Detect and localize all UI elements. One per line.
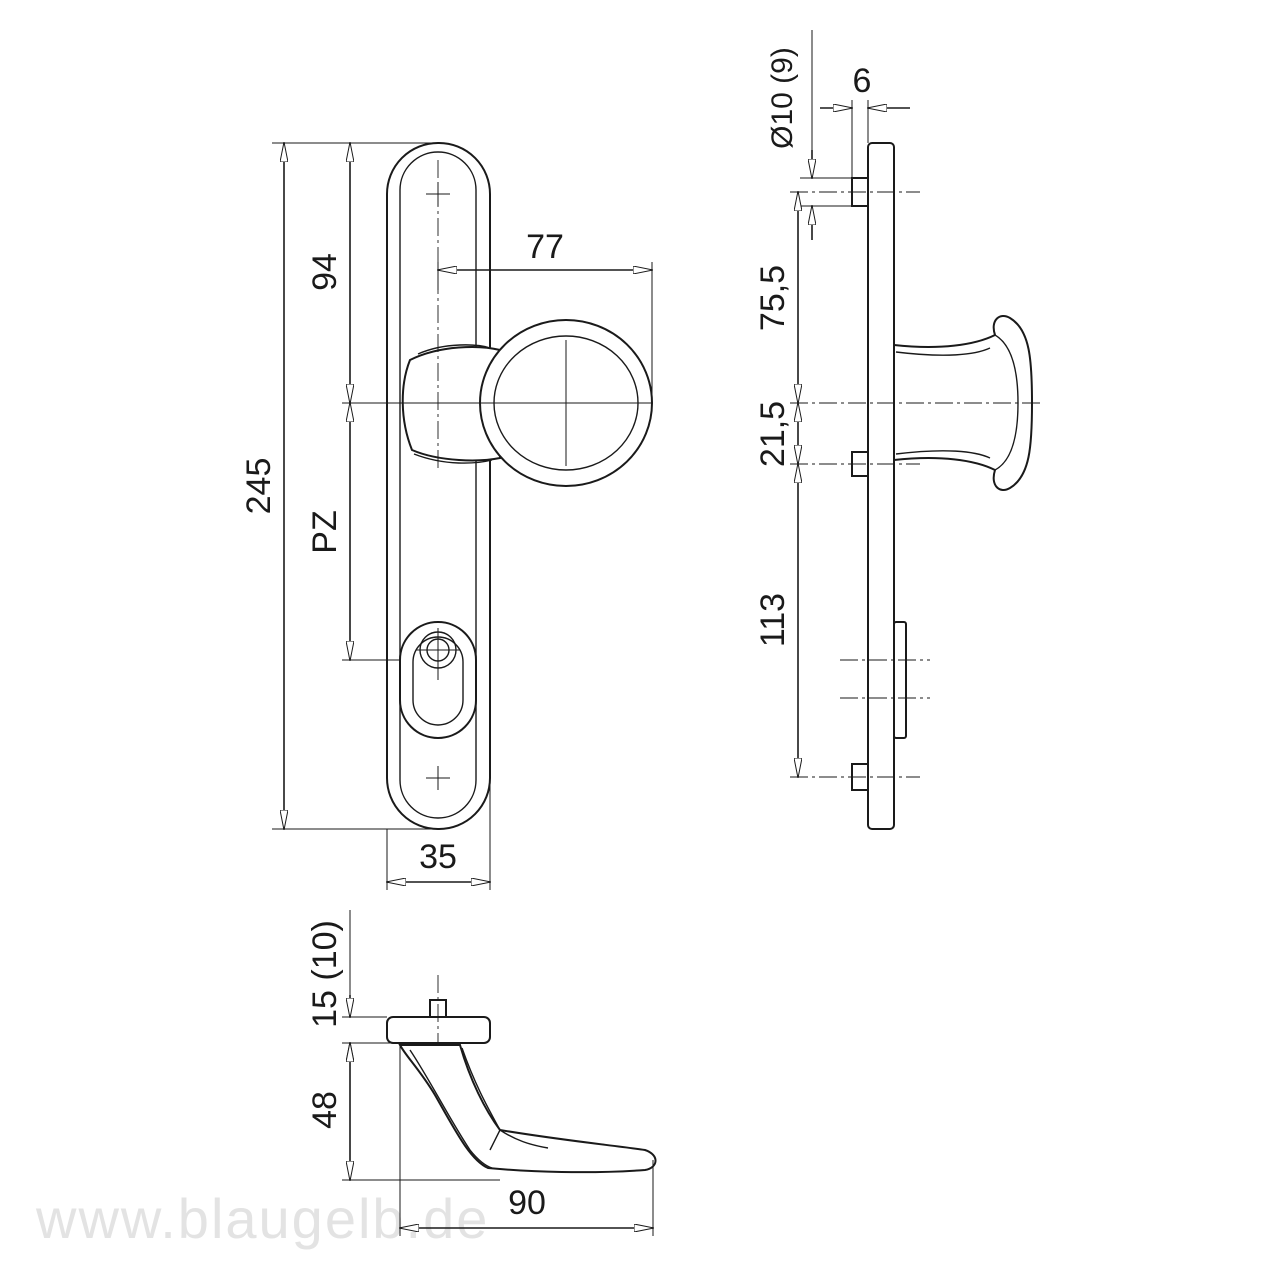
bottom-screw-mark bbox=[426, 766, 450, 790]
dim-plate-thickness: 15 (10) bbox=[306, 920, 344, 1028]
side-view: Ø10 (9) 6 75,5 21,5 113 bbox=[754, 30, 1040, 830]
dim-pin-length: 6 bbox=[853, 62, 872, 100]
bottom-plate bbox=[386, 1016, 491, 1044]
dim-screw-to-screw: 113 bbox=[754, 593, 792, 647]
dim-pin-to-axis: 75,5 bbox=[754, 265, 792, 331]
watermark: www.blaugelb.de bbox=[35, 1187, 489, 1250]
dim-backset-label: PZ bbox=[306, 510, 344, 553]
dim-pin-diameter: Ø10 (9) bbox=[766, 47, 799, 149]
dim-plate-width: 35 bbox=[419, 838, 457, 876]
front-plate-inner-edge bbox=[399, 151, 477, 819]
dim-total-height: 245 bbox=[240, 458, 278, 515]
cylinder-escutcheon bbox=[399, 621, 477, 739]
dim-knob-height: 48 bbox=[306, 1091, 344, 1129]
side-cylinder-protrusion bbox=[893, 621, 907, 739]
knob-bottom bbox=[398, 1044, 657, 1174]
front-view: 245 94 PZ 77 35 bbox=[240, 142, 653, 890]
dim-top-to-axis: 94 bbox=[306, 253, 344, 291]
side-plate bbox=[867, 142, 895, 830]
bottom-view: 15 (10) 48 90 bbox=[306, 910, 657, 1236]
dim-knob-projection: 77 bbox=[526, 228, 564, 266]
dim-axis-to-screw: 21,5 bbox=[754, 401, 792, 467]
dim-knob-reach: 90 bbox=[508, 1184, 546, 1222]
